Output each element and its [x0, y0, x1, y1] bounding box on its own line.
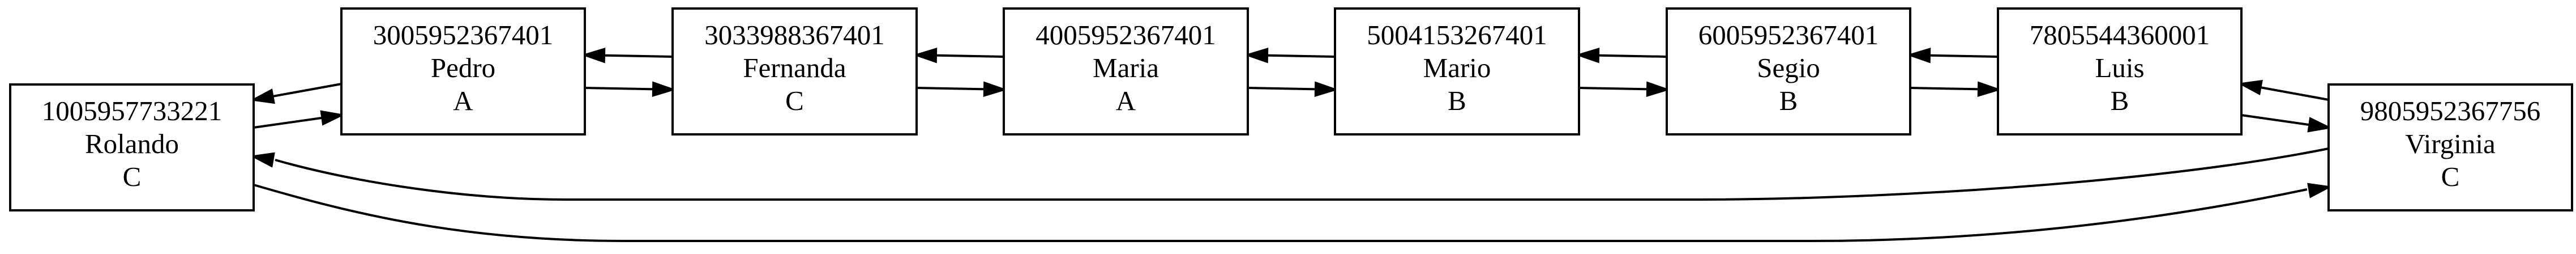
edge-line [1595, 54, 1667, 58]
node-id-label: 7805544360001 [2030, 19, 2210, 50]
arrow-head [250, 88, 275, 104]
arrow-head [1244, 47, 1269, 64]
node-box [1003, 7, 1249, 136]
node-name-label: Pedro [431, 52, 495, 83]
node-name-label: Segio [1757, 52, 1820, 83]
node-name-label: Fernanda [743, 52, 846, 83]
arrow-head [1575, 47, 1600, 64]
node-name-label: Mario [1423, 52, 1491, 83]
arrow-head [250, 152, 275, 168]
arrow-head [2237, 79, 2263, 95]
node-group-label: B [2111, 85, 2129, 116]
node-group-label: A [453, 85, 473, 116]
node-box [671, 7, 918, 136]
nodes-layer: 1005957733221RolandoC3005952367401PedroA… [9, 7, 2573, 211]
node-group-label: A [1116, 85, 1136, 116]
node-group-label: C [2441, 161, 2460, 192]
edge-rolando-to-virginia [253, 183, 2333, 242]
edge-line [1927, 54, 1999, 58]
edge-line [2241, 114, 2312, 126]
edge-line [1264, 54, 1336, 58]
node-id-label: 3005952367401 [373, 19, 554, 50]
edge-rolando-to-pedro [253, 110, 345, 129]
node-id-label: 9805952367756 [2360, 95, 2541, 126]
edge-mario-to-maria [1244, 47, 1336, 64]
edge-line [1910, 87, 1982, 91]
node-group-label: C [785, 85, 804, 116]
edge-mario-to-segio [1578, 81, 1671, 98]
edges-layer [250, 47, 2333, 242]
node-group-label: C [123, 161, 142, 192]
edge-maria-to-mario [1247, 81, 1339, 98]
arrow-head [1906, 47, 1931, 64]
edge-line [916, 87, 987, 91]
arrow-head [913, 47, 938, 64]
node-id-label: 6005952367401 [1698, 19, 1879, 50]
node-box [1334, 7, 1580, 136]
arrow-head [2307, 183, 2333, 198]
edge-line [275, 147, 2329, 201]
node-box [9, 83, 255, 211]
edge-line [1247, 87, 1319, 91]
edge-segio-to-luis [1910, 81, 2002, 98]
arrow-head [652, 81, 677, 98]
edge-line [270, 83, 342, 98]
edge-line [1578, 87, 1650, 91]
edge-maria-to-fernanda [913, 47, 1004, 64]
arrow-head [2307, 117, 2333, 133]
edge-line [933, 54, 1004, 58]
arrow-head [983, 81, 1008, 98]
node-name-label: Luis [2095, 52, 2144, 83]
edge-line [601, 54, 673, 58]
edge-line [253, 116, 325, 129]
node-box [2327, 83, 2573, 211]
node-box [340, 7, 586, 136]
node-name-label: Maria [1093, 52, 1159, 83]
arrow-head [1314, 81, 1339, 98]
arrow-head [1646, 81, 1671, 98]
edge-fernanda-to-maria [916, 81, 1008, 98]
node-id-label: 1005957733221 [42, 95, 222, 126]
edge-pedro-to-fernanda [584, 81, 677, 98]
edge-luis-to-virginia [2241, 114, 2333, 133]
node-id-label: 4005952367401 [1035, 19, 1216, 50]
node-id-label: 5004153267401 [1367, 19, 1547, 50]
edge-virginia-to-rolando [250, 147, 2329, 201]
edge-fernanda-to-pedro [581, 47, 673, 64]
node-group-label: B [1779, 85, 1798, 116]
edge-line [584, 87, 656, 91]
node-group-label: B [1448, 85, 1466, 116]
arrow-head [581, 47, 606, 64]
edge-pedro-to-rolando [250, 83, 342, 104]
node-name-label: Rolando [85, 128, 179, 159]
node-id-label: 3033988367401 [704, 19, 885, 50]
arrow-head [1977, 81, 2002, 98]
node-box [1666, 7, 1911, 136]
node-name-label: Virginia [2405, 128, 2496, 159]
node-box [1997, 7, 2243, 136]
edge-line [2258, 86, 2329, 101]
edge-segio-to-mario [1575, 47, 1667, 64]
edge-virginia-to-luis [2237, 79, 2329, 101]
arrow-head [320, 110, 345, 126]
edge-luis-to-segio [1906, 47, 1999, 64]
edge-line [253, 184, 2308, 242]
